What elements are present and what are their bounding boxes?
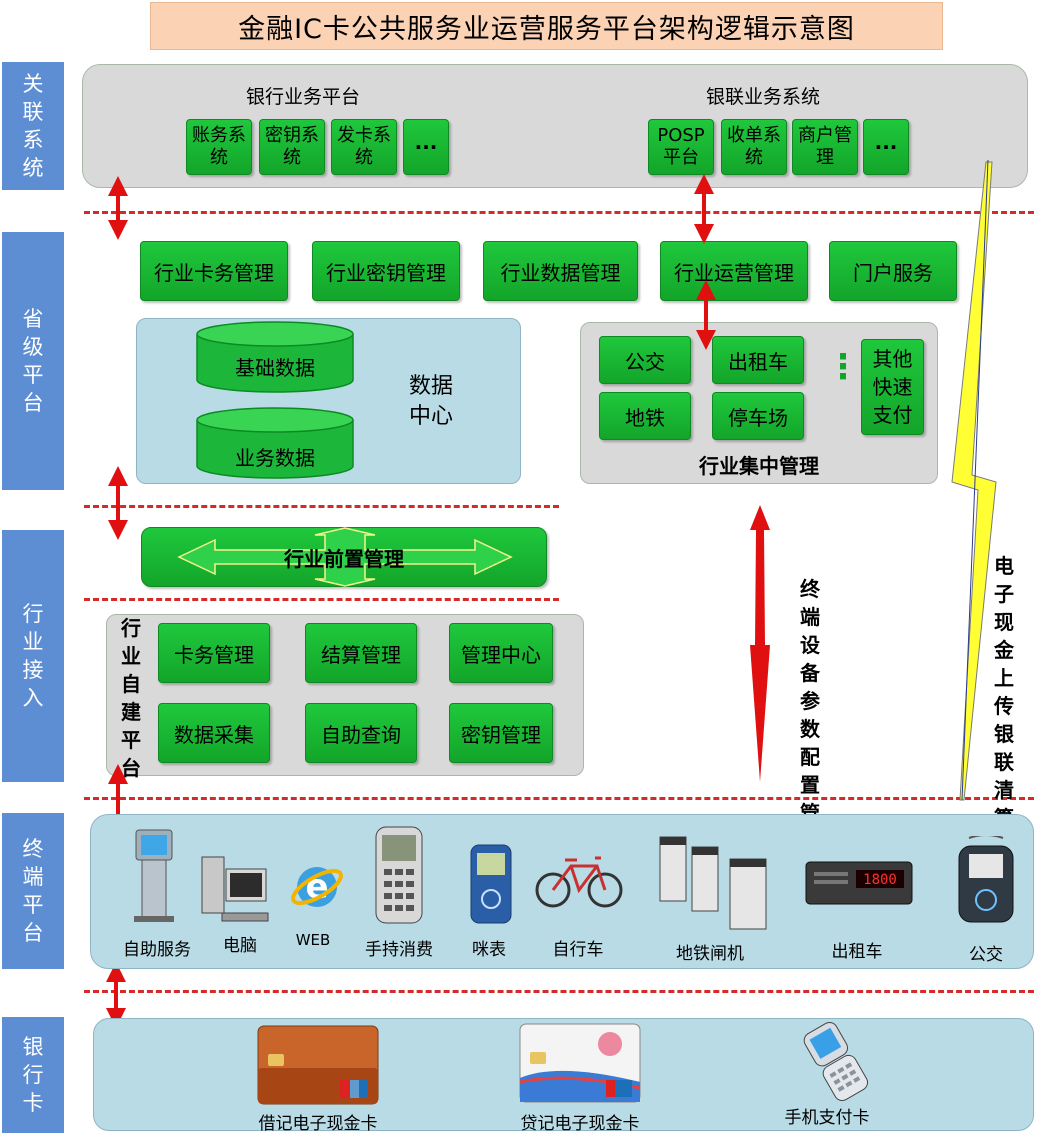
bicycle-icon: [535, 856, 623, 908]
layer-label-provincial: 省级平台: [2, 232, 64, 490]
unionpay-system-box: POSP平台: [648, 119, 714, 175]
industry-mgmt-title: 行业集中管理: [699, 454, 819, 478]
taxi-meter-icon: 1800: [805, 861, 913, 905]
industry-bus: 公交: [599, 336, 691, 384]
db-basic-data: 基础数据: [235, 356, 315, 380]
handheld-pos-icon: [375, 826, 423, 924]
metro-gate-icon: [659, 836, 767, 930]
self-built-label: 行业自建平台: [121, 616, 141, 780]
bank-system-box: 发卡系统: [331, 119, 397, 175]
terminal-label: 自助服务: [123, 940, 191, 960]
bank-system-box: 账务系统: [186, 119, 252, 175]
terminal-label: 出租车: [831, 942, 883, 962]
unionpay-system-box: 商户管理: [792, 119, 858, 175]
terminal-param-label: 终端设备参数配置管理: [800, 577, 820, 853]
separator: [84, 797, 1034, 800]
credit-card-icon: [519, 1023, 641, 1103]
database-cylinders: [196, 321, 354, 479]
layer-label-related: 关联系统: [2, 62, 64, 190]
terminal-label: 电脑: [223, 936, 257, 956]
bank-card-label: 贷记电子现金卡: [520, 1114, 640, 1134]
terminal-label: WEB: [295, 931, 331, 949]
module-card-mgmt: 行业卡务管理: [140, 241, 288, 301]
self-settlement-mgmt: 结算管理: [305, 623, 417, 683]
industry-parking: 停车场: [712, 392, 804, 440]
self-query: 自助查询: [305, 703, 417, 763]
industry-front-label: 行业前置管理: [284, 547, 404, 571]
bank-platform-title: 银行业务平台: [246, 86, 361, 108]
bus-card-reader-icon: [958, 836, 1014, 923]
unionpay-title: 银联业务系统: [706, 86, 821, 108]
cross-arrow-shape: [177, 527, 513, 587]
self-key-mgmt: 密钥管理: [449, 703, 553, 763]
web-browser-icon: e: [291, 867, 343, 907]
db-business-data: 业务数据: [235, 446, 315, 470]
self-card-mgmt: 卡务管理: [158, 623, 270, 683]
self-mgmt-center: 管理中心: [449, 623, 553, 683]
separator: [84, 211, 1034, 214]
self-data-collection: 数据采集: [158, 703, 270, 763]
bank-card-label: 手机支付卡: [784, 1108, 870, 1128]
layer-label-bank-card: 银行卡: [2, 1017, 64, 1133]
bank-card-label: 借记电子现金卡: [258, 1114, 378, 1134]
industry-other-payment: 其他快速支付: [861, 339, 924, 435]
mobile-phone-icon: [803, 1022, 869, 1101]
bank-system-more: ···: [403, 119, 449, 175]
terminal-label: 咪表: [472, 940, 506, 960]
bank-system-box: 密钥系统: [259, 119, 325, 175]
module-key-mgmt: 行业密钥管理: [312, 241, 460, 301]
unionpay-system-more: ···: [863, 119, 909, 175]
module-portal-service: 门户服务: [829, 241, 957, 301]
separator: [84, 505, 559, 508]
layer-label-terminal: 终端平台: [2, 813, 64, 969]
diagram-title: 金融IC卡公共服务业运营服务平台架构逻辑示意图: [150, 2, 943, 50]
taxi-meter-display: 1800: [863, 872, 897, 888]
db-cylinder: [196, 321, 354, 393]
industry-more-dots: ⋮: [826, 347, 860, 387]
separator: [84, 598, 559, 601]
industry-taxi: 出租车: [712, 336, 804, 384]
computer-icon: [201, 856, 269, 922]
industry-metro: 地铁: [599, 392, 691, 440]
terminal-label: 公交: [969, 945, 1003, 965]
unionpay-system-box: 收单系统: [721, 119, 787, 175]
module-data-mgmt: 行业数据管理: [483, 241, 638, 301]
lightning-channel: [951, 160, 997, 801]
layer-label-industry-access: 行业接入: [2, 530, 64, 782]
db-cylinder: [196, 407, 354, 479]
terminal-label: 手持消费: [365, 940, 433, 960]
module-operation-mgmt: 行业运营管理: [660, 241, 808, 301]
parking-meter-icon: [470, 844, 512, 924]
data-center-label: 数据中心: [408, 374, 453, 429]
debit-card-icon: [257, 1025, 379, 1105]
terminal-label: 自行车: [552, 940, 604, 960]
terminal-label: 地铁闸机: [676, 944, 744, 964]
kiosk-icon: [134, 829, 174, 922]
separator: [84, 990, 1034, 993]
